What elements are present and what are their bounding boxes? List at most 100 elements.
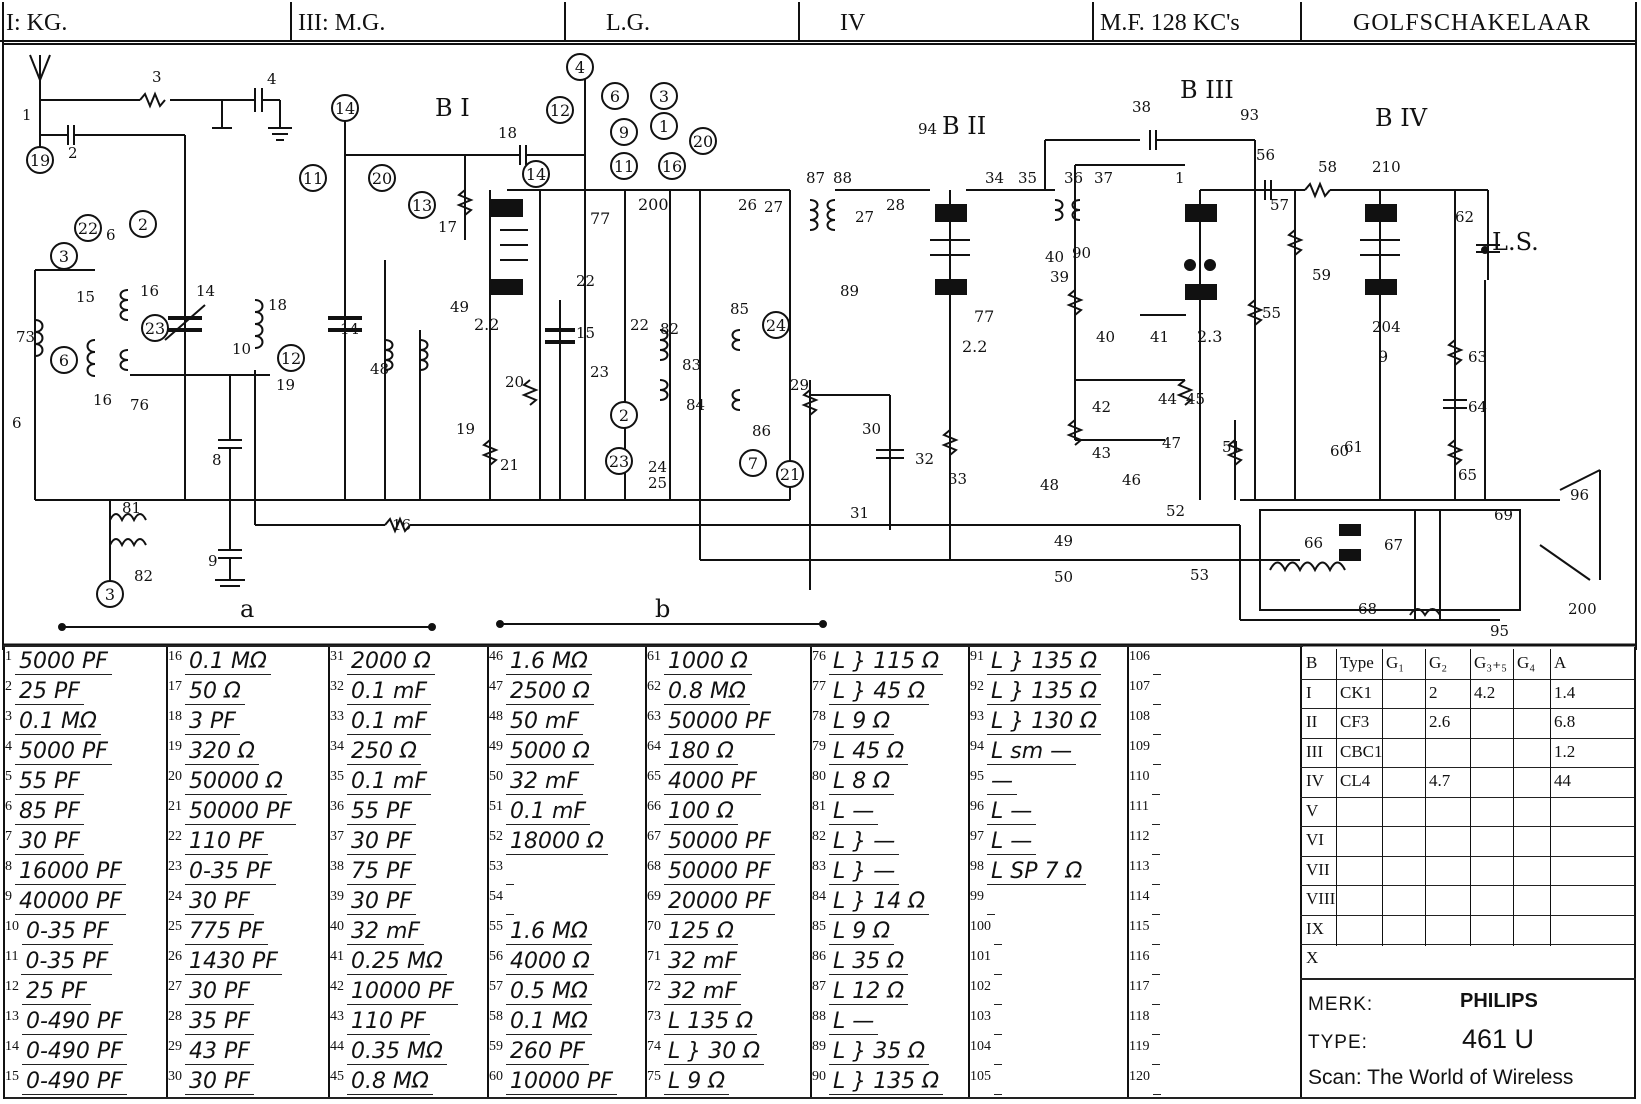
part-number: 74 (647, 1039, 661, 1054)
part-number: 100 (970, 919, 991, 934)
part-entry-11: 102 (970, 979, 1002, 1005)
part-value: 0.8 MΩ (347, 1069, 433, 1095)
part-value (1153, 739, 1161, 765)
svg-text:3: 3 (659, 87, 669, 106)
valve-table-row-label: III (1306, 741, 1323, 761)
svg-text:B I: B I (435, 94, 470, 122)
svg-text:3: 3 (105, 585, 115, 604)
part-number: 12 (5, 979, 19, 994)
part-value: 18000 Ω (506, 829, 608, 855)
part-number: 82 (812, 829, 826, 844)
part-number: 115 (1129, 919, 1150, 934)
part-value: 0-490 PF (22, 1009, 127, 1035)
part-number: 107 (1129, 679, 1150, 694)
part-number: 106 (1129, 649, 1150, 664)
part-number: 78 (812, 709, 826, 724)
svg-text:84: 84 (686, 396, 705, 414)
part-number: 90 (812, 1069, 826, 1084)
part-value: L } — (829, 829, 900, 855)
part-value: 0.1 MΩ (506, 1009, 592, 1035)
part-value: 0.25 MΩ (347, 949, 447, 975)
part-number: 89 (812, 1039, 826, 1054)
valve-table-row-label: X (1306, 948, 1319, 967)
part-value (1151, 799, 1160, 825)
part-number: 55 (489, 919, 503, 934)
part-value (1152, 829, 1161, 855)
svg-text:42: 42 (1092, 398, 1111, 416)
part-number: 28 (168, 1009, 182, 1024)
svg-text:1: 1 (22, 106, 32, 124)
parts-column-divider (645, 647, 647, 1099)
part-number: 108 (1129, 709, 1150, 724)
svg-text:6: 6 (106, 226, 116, 244)
part-number: 37 (330, 829, 344, 844)
part-number: 2 (5, 679, 12, 694)
svg-text:23: 23 (145, 319, 165, 338)
part-number: 11 (5, 949, 19, 964)
valve-table-divider (1513, 649, 1514, 946)
valve-table-header: G₃₊₅ (1474, 653, 1508, 672)
svg-text:35: 35 (1018, 169, 1037, 187)
part-entry-9: 100 (970, 919, 1002, 945)
type-label: TYPE: (1308, 1032, 1368, 1053)
svg-text:4: 4 (575, 58, 585, 77)
valve-table-cell: 2 (1429, 682, 1438, 702)
part-value: L 45 Ω (829, 739, 909, 765)
svg-text:204: 204 (1372, 318, 1401, 336)
part-number: 84 (812, 889, 826, 904)
valve-table-rule (1300, 708, 1634, 709)
svg-text:1: 1 (1175, 169, 1185, 187)
part-value: 20000 PF (664, 889, 775, 915)
part-value: 5000 PF (15, 649, 112, 675)
part-number: 83 (812, 859, 826, 874)
part-value: 25 PF (15, 679, 84, 705)
part-number: 51 (489, 799, 503, 814)
svg-text:13: 13 (412, 196, 432, 215)
part-value: 2000 Ω (347, 649, 435, 675)
svg-text:14: 14 (526, 165, 546, 184)
part-value (994, 919, 1002, 945)
circuit-diagram: 19 22 2 3 6 23 11 12 14 20 13 4 12 6 14 … (2, 2, 1637, 650)
svg-text:48: 48 (1040, 476, 1059, 494)
part-value: 43 PF (185, 1039, 254, 1065)
part-entry-8: 54 (489, 889, 514, 915)
svg-text:9: 9 (619, 123, 629, 142)
part-number: 110 (1129, 769, 1150, 784)
svg-text:8: 8 (212, 451, 222, 469)
type-value: 461 U (1462, 1024, 1535, 1054)
svg-text:19: 19 (456, 420, 475, 438)
part-number: 99 (970, 889, 984, 904)
part-number: 25 (168, 919, 182, 934)
part-number: 61 (647, 649, 661, 664)
valve-table-cell: CK1 (1340, 682, 1373, 702)
part-value: L } 115 Ω (829, 649, 944, 675)
part-value (1153, 1069, 1161, 1095)
part-value: 85 PF (15, 799, 84, 825)
part-number: 38 (330, 859, 344, 874)
valve-table-cell: 6.8 (1554, 712, 1576, 731)
part-value: 125 Ω (664, 919, 738, 945)
svg-text:57: 57 (1270, 196, 1289, 214)
